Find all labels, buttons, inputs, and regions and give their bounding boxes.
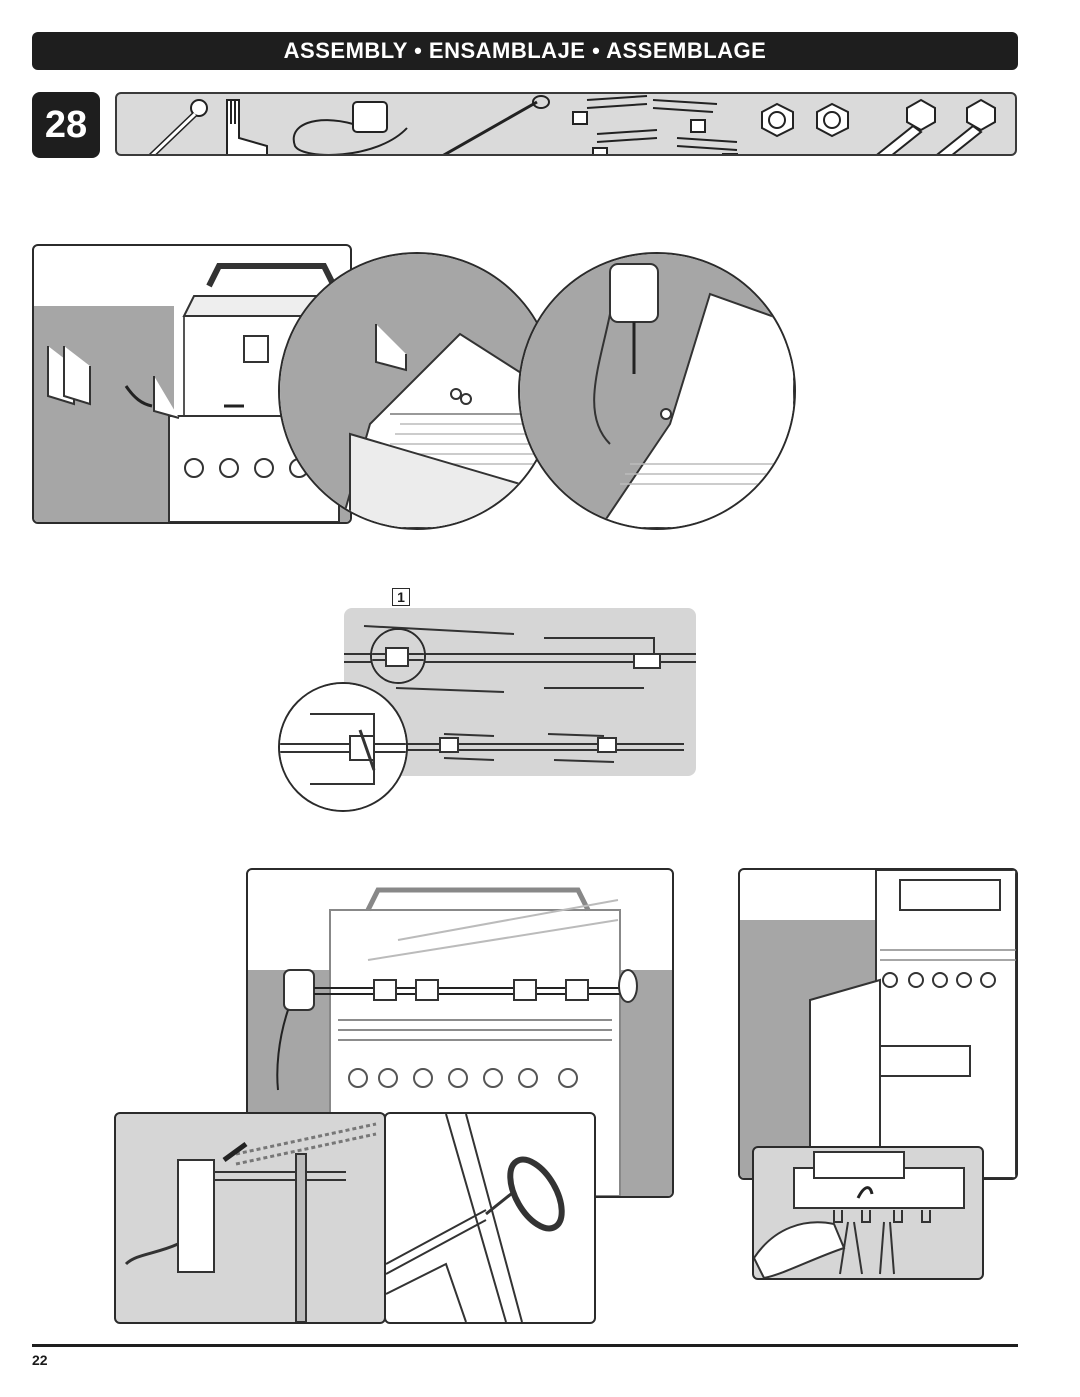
motor-insert-detail-panel (114, 1112, 386, 1324)
step-number-badge: 28 (32, 92, 100, 158)
motor-detail-circle (518, 252, 796, 530)
fork-storage-panel (738, 868, 1018, 1180)
page-number: 22 (32, 1352, 48, 1368)
wrench-icon (148, 99, 208, 154)
arrow-icon (222, 1141, 248, 1163)
bolt-icon (876, 98, 996, 154)
control-knobs (348, 1068, 578, 1088)
footer-rule (32, 1344, 1018, 1347)
arrow-icon (856, 1186, 874, 1199)
meat-forks-icon (572, 95, 738, 154)
rotisserie-motor-icon (292, 101, 408, 154)
control-knobs (882, 972, 996, 988)
section-title: ASSEMBLY • ENSAMBLAJE • ASSEMBLAGE (283, 38, 767, 63)
fork-small-zoom-circle (370, 628, 426, 684)
bracket-detail-circle (278, 252, 556, 530)
hex-nut-icon (761, 102, 849, 138)
hand-illustration (754, 1221, 846, 1278)
rod-handle-detail-panel (384, 1112, 596, 1324)
step-number: 28 (44, 103, 88, 146)
section-title-bar: ASSEMBLY • ENSAMBLAJE • ASSEMBLAGE (32, 32, 1018, 70)
spit-rod-icon (442, 95, 550, 154)
fork-hook-detail-panel (752, 1146, 984, 1280)
arrow-icon (124, 385, 153, 408)
motor-bracket-icon (226, 99, 268, 154)
callout-one: 1 (392, 588, 410, 606)
fork-detail-circle (278, 682, 408, 812)
parts-strip (115, 92, 1017, 156)
